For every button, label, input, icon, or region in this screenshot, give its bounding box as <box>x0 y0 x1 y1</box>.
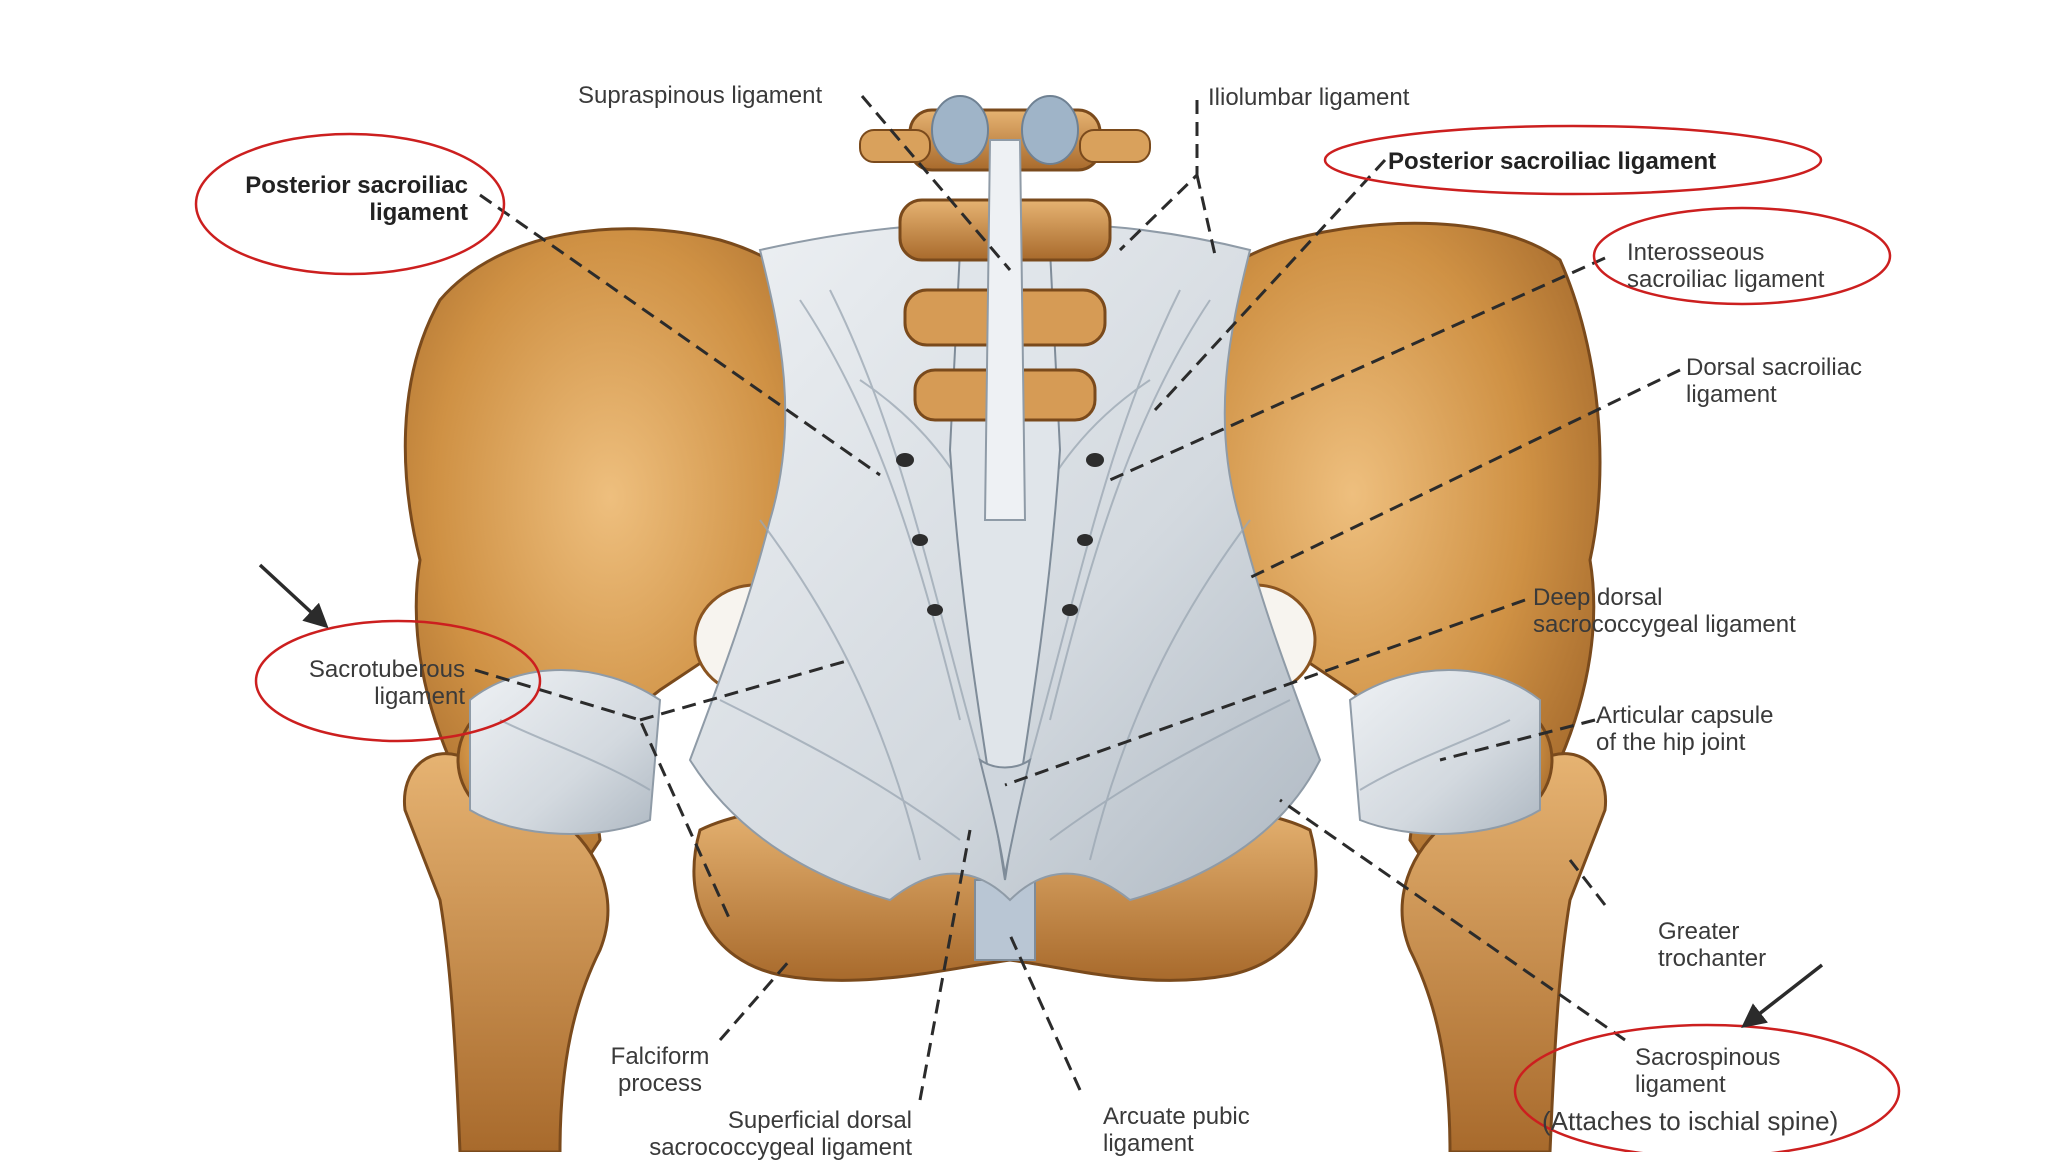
highlight-ellipses <box>194 124 1901 1152</box>
label-posterior-sacroiliac-left: Posterior sacroiliac ligament <box>210 172 468 226</box>
label-line: ligament <box>1686 381 1777 408</box>
label-line: ligament <box>369 199 468 226</box>
label-line: sacrococcygeal ligament <box>1533 611 1796 638</box>
label-sacrotuberous: Sacrotuberous ligament <box>265 656 465 710</box>
label-line: Deep dorsal <box>1533 584 1663 611</box>
highlight-sacrotuberous <box>254 619 542 743</box>
label-line: Falciform <box>610 1043 710 1070</box>
label-line: trochanter <box>1658 945 1767 972</box>
label-line: ligament <box>1635 1071 1726 1098</box>
label-line: of the hip joint <box>1596 729 1746 756</box>
label-dorsal-sacroiliac: Dorsal sacroiliac ligament <box>1686 354 1862 408</box>
label-deep-dorsal-sacrococcygeal: Deep dorsal sacrococcygeal ligament <box>1533 584 1796 638</box>
right-hip-capsule <box>1348 669 1541 835</box>
label-supraspinous-ligament: Supraspinous ligament <box>578 82 822 109</box>
highlight-sacrospinous <box>1513 1023 1901 1152</box>
label-line: ligament <box>374 683 465 710</box>
label-interosseous-sacroiliac: Interosseous sacroiliac ligament <box>1627 239 1824 293</box>
label-superficial-dorsal-sacrococcygeal: Superficial dorsal sacrococcygeal ligame… <box>592 1107 912 1161</box>
label-greater-trochanter: Greater trochanter <box>1658 918 1766 972</box>
sacral-foramina <box>896 453 1104 616</box>
label-text: Posterior sacroiliac ligament <box>1388 148 1717 175</box>
label-sacrospinous: Sacrospinous ligament <box>1635 1044 1780 1098</box>
label-line: Interosseous <box>1627 239 1765 266</box>
label-line: Posterior sacroiliac <box>245 172 468 199</box>
label-line: sacroiliac ligament <box>1627 266 1825 293</box>
label-line: sacrococcygeal ligament <box>649 1134 912 1161</box>
label-line: Sacrotuberous <box>308 656 465 683</box>
left-hip-capsule <box>469 669 662 835</box>
label-line: Articular capsule <box>1596 702 1774 729</box>
label-line: Greater <box>1658 918 1740 945</box>
leader-lines <box>474 95 1681 1101</box>
label-line: process <box>617 1070 703 1097</box>
label-iliolumbar-ligament: Iliolumbar ligament <box>1208 84 1409 111</box>
label-line: ligament <box>1103 1130 1194 1157</box>
label-text: (Attaches to ischial spine) <box>1542 1106 1839 1136</box>
label-line: Sacrospinous <box>1635 1044 1781 1071</box>
label-line: Superficial dorsal <box>727 1107 912 1134</box>
label-line: Arcuate pubic <box>1103 1103 1250 1130</box>
label-text: Iliolumbar ligament <box>1208 84 1410 111</box>
label-falciform-process: Falciform process <box>585 1043 735 1097</box>
label-arcuate-pubic: Arcuate pubic ligament <box>1103 1103 1250 1157</box>
arrow-icon <box>1741 963 1824 1029</box>
highlight-posterior-left <box>194 132 506 276</box>
label-sacrospinous-note: (Attaches to ischial spine) <box>1542 1108 1838 1135</box>
label-text: Supraspinous ligament <box>578 82 823 109</box>
label-posterior-sacroiliac-right: Posterior sacroiliac ligament <box>1388 148 1716 175</box>
highlight-posterior-right <box>1323 124 1823 196</box>
highlight-interosseous <box>1592 206 1892 306</box>
supraspinous-ligament-band <box>983 139 1027 521</box>
label-articular-capsule: Articular capsule of the hip joint <box>1596 702 1773 756</box>
label-line: Dorsal sacroiliac <box>1686 354 1863 381</box>
coccyx <box>978 757 1032 876</box>
arrow-icon <box>258 563 329 629</box>
